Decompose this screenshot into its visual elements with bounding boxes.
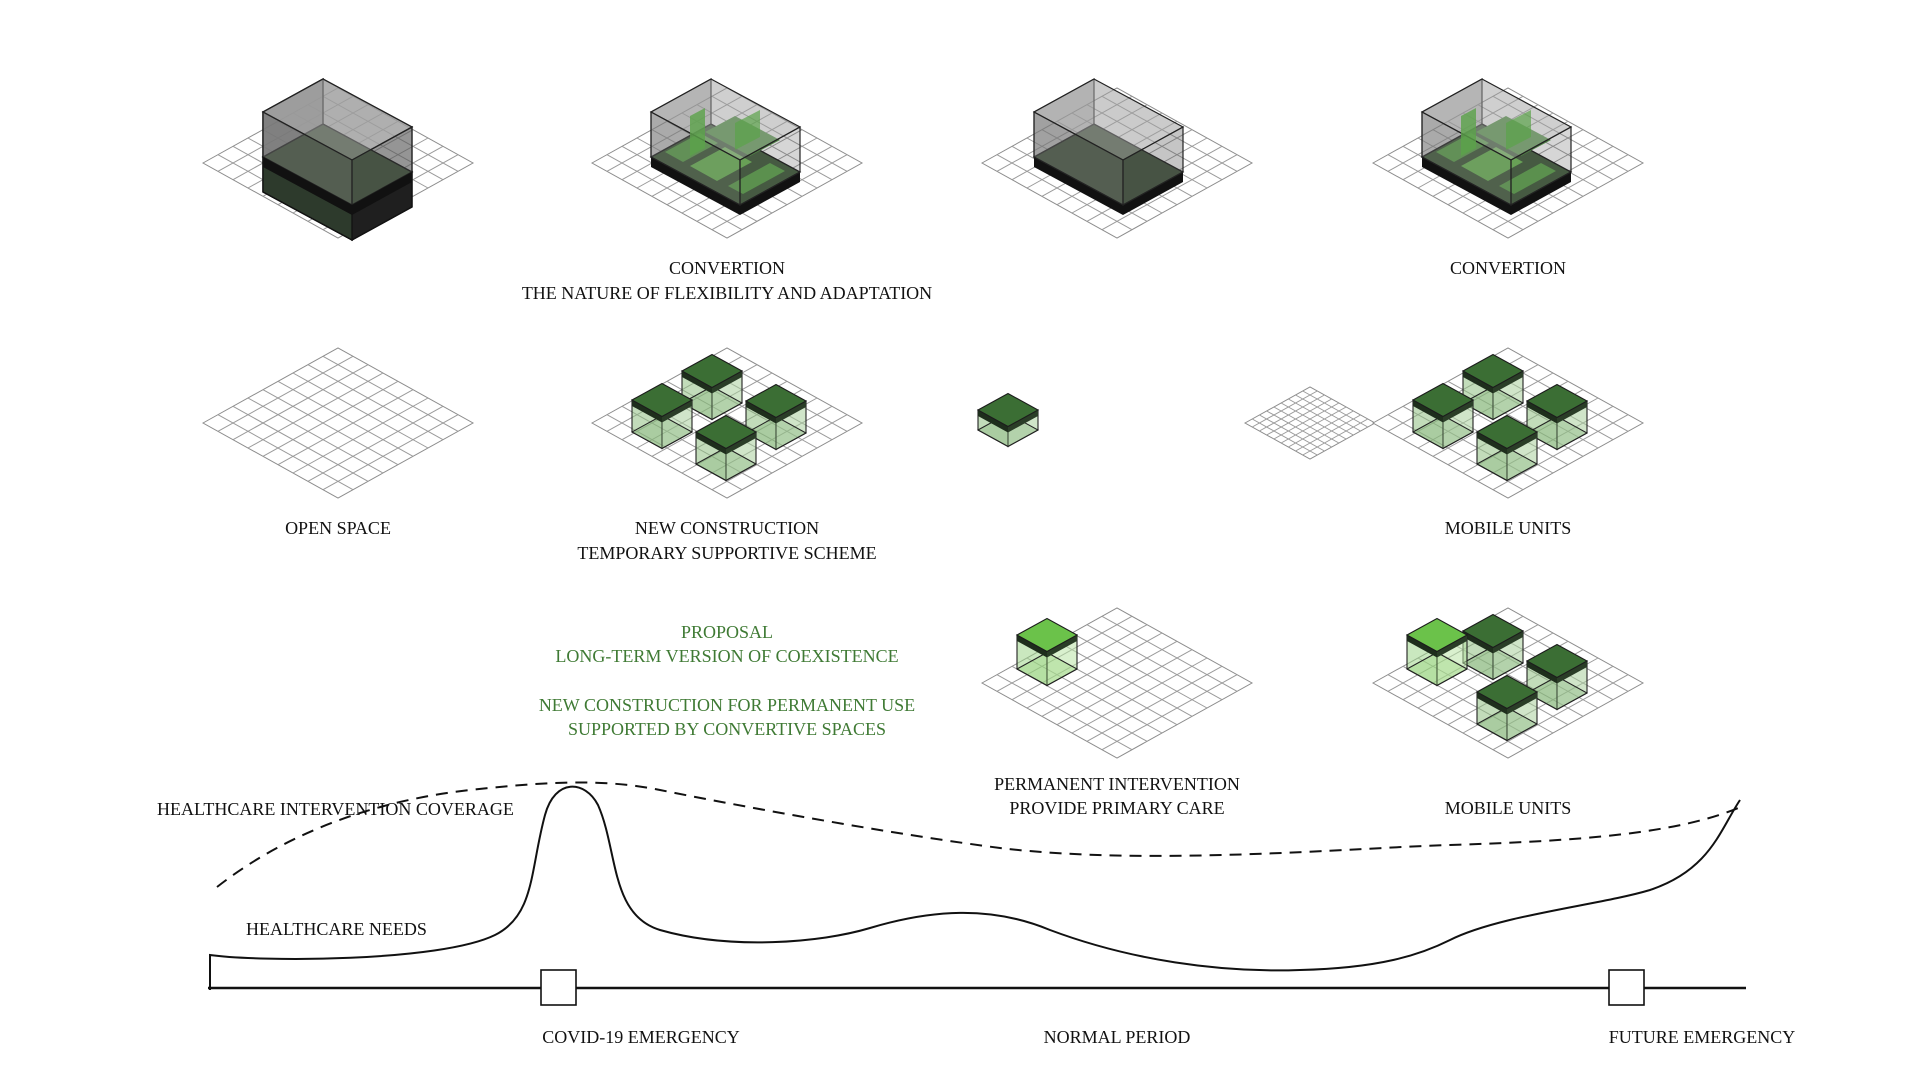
label-coexistence: LONG-TERM VERSION OF COEXISTENCE <box>555 646 898 666</box>
label-normal-period: NORMAL PERIOD <box>1044 1027 1191 1047</box>
grid-r3-c3 <box>980 607 1254 759</box>
modular-units <box>630 353 1589 742</box>
unit-r3c4-c <box>1525 643 1589 711</box>
label-permanent-construction: NEW CONSTRUCTION FOR PERMANENT USE <box>539 695 915 715</box>
row2-labels: OPEN SPACE NEW CONSTRUCTION TEMPORARY SU… <box>285 518 1571 563</box>
label-mobile-units-1: MOBILE UNITS <box>1445 518 1572 538</box>
row3-labels: PROPOSAL LONG-TERM VERSION OF COEXISTENC… <box>539 622 1571 818</box>
unit-r3c3-permanent <box>1015 617 1079 687</box>
unit-r2c2-a <box>680 353 744 421</box>
label-permanent-intervention: PERMANENT INTERVENTION <box>994 774 1240 794</box>
unit-r2c4-c <box>1525 383 1589 451</box>
building-dark-slab-3 <box>1032 77 1185 215</box>
label-primary-care: PROVIDE PRIMARY CARE <box>1009 798 1224 818</box>
label-open-space: OPEN SPACE <box>285 518 391 538</box>
label-temporary-scheme: TEMPORARY SUPPORTIVE SCHEME <box>577 543 876 563</box>
label-coverage: HEALTHCARE INTERVENTION COVERAGE <box>157 799 514 819</box>
unit-r2c2-b <box>630 382 694 450</box>
label-new-construction: NEW CONSTRUCTION <box>635 518 819 538</box>
unit-r2c2-c <box>744 383 808 451</box>
grid-r2-c1 <box>201 347 475 499</box>
label-convertion-2: CONVERTION <box>1450 258 1566 278</box>
covid-marker <box>540 969 577 1006</box>
needs-curve <box>209 785 1741 990</box>
building-dark-slab-1 <box>261 77 414 242</box>
coverage-curve <box>216 781 1746 888</box>
unit-r2-single <box>976 392 1040 448</box>
grid-r2-small <box>1243 386 1377 460</box>
unit-r2c2-d <box>694 414 758 482</box>
row1-labels: CONVERTION THE NATURE OF FLEXIBILITY AND… <box>522 258 1566 303</box>
label-covid: COVID-19 EMERGENCY <box>542 1027 740 1047</box>
label-needs: HEALTHCARE NEEDS <box>246 919 427 939</box>
unit-r2c4-b <box>1411 382 1475 450</box>
building-green-slab-2 <box>649 77 802 215</box>
unit-r3c4-a <box>1461 613 1525 681</box>
row1-building-models <box>261 77 1573 242</box>
building-green-slab-4 <box>1420 77 1573 215</box>
unit-r3c4-permanent <box>1405 617 1469 687</box>
label-convertion-1: CONVERTION <box>669 258 785 278</box>
label-future: FUTURE EMERGENCY <box>1609 1027 1796 1047</box>
unit-r2c4-d <box>1475 414 1539 482</box>
label-convertive-spaces: SUPPORTED BY CONVERTIVE SPACES <box>568 719 886 739</box>
future-marker <box>1608 969 1645 1006</box>
label-proposal: PROPOSAL <box>681 622 773 642</box>
unit-r3c4-d <box>1475 674 1539 742</box>
label-mobile-units-2: MOBILE UNITS <box>1445 798 1572 818</box>
timeline: HEALTHCARE INTERVENTION COVERAGE HEALTHC… <box>157 781 1796 1047</box>
unit-r2c4-a <box>1461 353 1525 421</box>
label-flexibility: THE NATURE OF FLEXIBILITY AND ADAPTATION <box>522 283 932 303</box>
